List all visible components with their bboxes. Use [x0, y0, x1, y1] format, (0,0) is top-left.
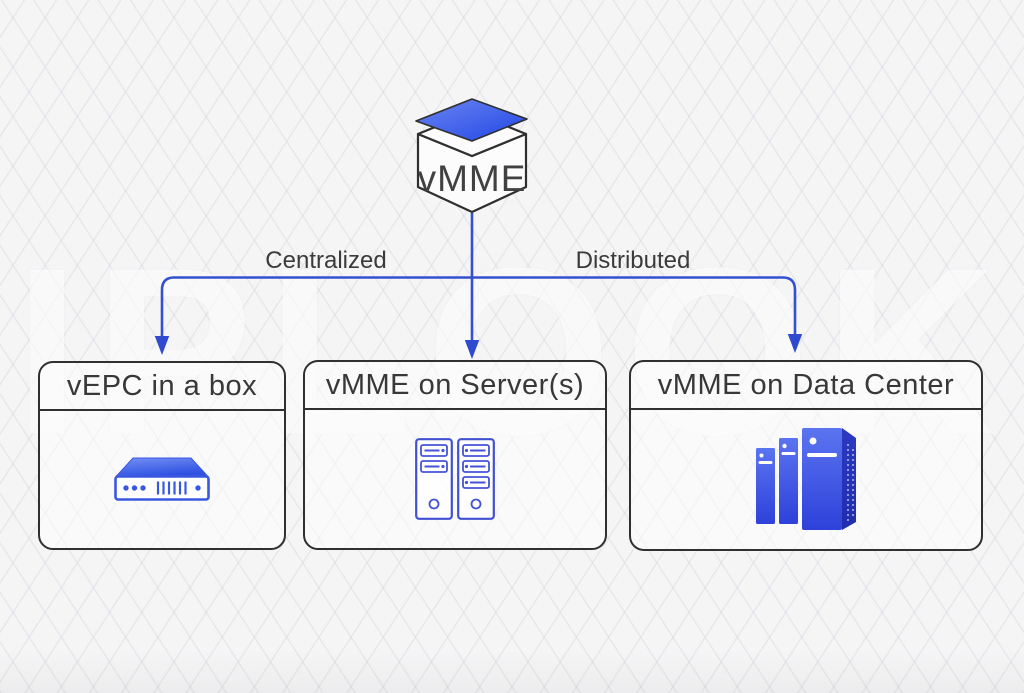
node-title: vMME on Server(s) — [325, 368, 585, 401]
node-vmme-on-servers: vMME on Server(s) — [303, 360, 607, 550]
data-center-racks-icon — [756, 427, 856, 530]
branch-label-distributed: Distributed — [575, 247, 691, 274]
cube-rim — [416, 110, 528, 158]
root-node: vMME — [415, 98, 528, 214]
root-node-label: vMME — [418, 158, 527, 199]
node-body — [305, 410, 605, 548]
node-header: vMME on Server(s) — [305, 362, 605, 410]
cube-body — [416, 132, 528, 214]
node-body — [631, 410, 981, 549]
node-body — [40, 411, 284, 548]
server-towers-icon — [415, 438, 495, 520]
node-title: vEPC in a box — [66, 369, 258, 402]
node-header: vEPC in a box — [40, 363, 284, 411]
branch-label-centralized: Centralized — [265, 247, 387, 274]
node-title: vMME on Data Center — [657, 368, 955, 401]
node-header: vMME on Data Center — [631, 362, 981, 410]
node-vepc-in-a-box: vEPC in a box — [38, 361, 286, 550]
open-box-icon — [415, 98, 528, 214]
cube-lid — [415, 98, 528, 142]
node-vmme-on-data-center: vMME on Data Center — [629, 360, 983, 551]
network-appliance-icon — [114, 457, 210, 501]
